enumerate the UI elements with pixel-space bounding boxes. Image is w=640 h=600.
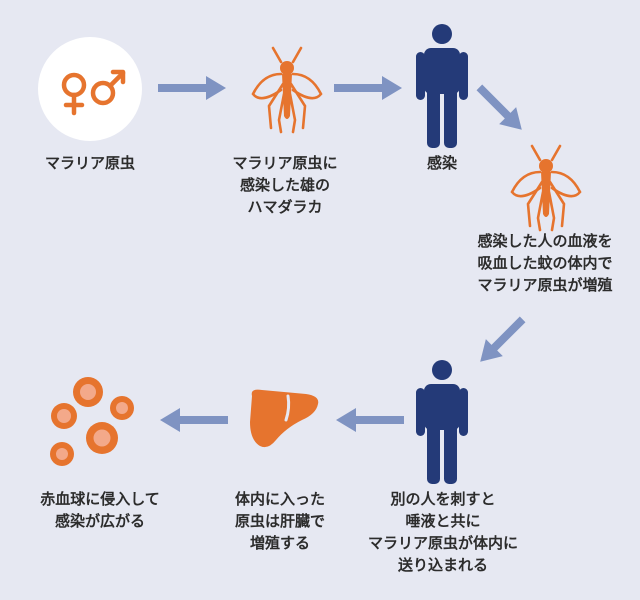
step-7-icon-group (40, 376, 140, 470)
step-5-icon-group (414, 358, 470, 486)
arrow-right-icon (158, 76, 226, 100)
mosquito-icon (251, 46, 323, 134)
arrow-right-icon (334, 76, 402, 100)
arrow-down-right-icon (476, 84, 528, 136)
step-1-label: マラリア原虫 (44, 154, 135, 172)
liver-icon (250, 389, 319, 448)
arrow-left-icon (336, 408, 404, 432)
step-2-icon-group (247, 44, 327, 134)
step-1-icon-group (38, 37, 142, 141)
step-6-icon-group (246, 388, 322, 452)
arrow-left-icon (160, 408, 228, 432)
step-3-icon-group (414, 22, 470, 150)
step-3-label: 感染 (426, 154, 457, 172)
human-icon (416, 24, 468, 148)
step-5-label: 別の人を刺すと 唾液と共に マラリア原虫が体内に 送り込まれる (367, 490, 518, 574)
step-4-label: 感染した人の血液を 吸血した蚊の体内で マラリア原虫が増殖 (477, 232, 613, 294)
human-icon (416, 360, 468, 484)
step-4-icon-group (506, 142, 586, 232)
mosquito-icon (510, 144, 582, 232)
step-6-label: 体内に入った 原虫は肝臓で 増殖する (234, 490, 325, 552)
red-blood-cells-icon (50, 377, 134, 466)
step-7-label: 赤血球に侵入して 感染が広がる (40, 490, 160, 530)
step-2-label: マラリア原虫に 感染した雄の ハマダラカ (232, 154, 338, 216)
gender-symbols-icon (38, 37, 142, 141)
arrow-down-left-icon (474, 316, 526, 368)
